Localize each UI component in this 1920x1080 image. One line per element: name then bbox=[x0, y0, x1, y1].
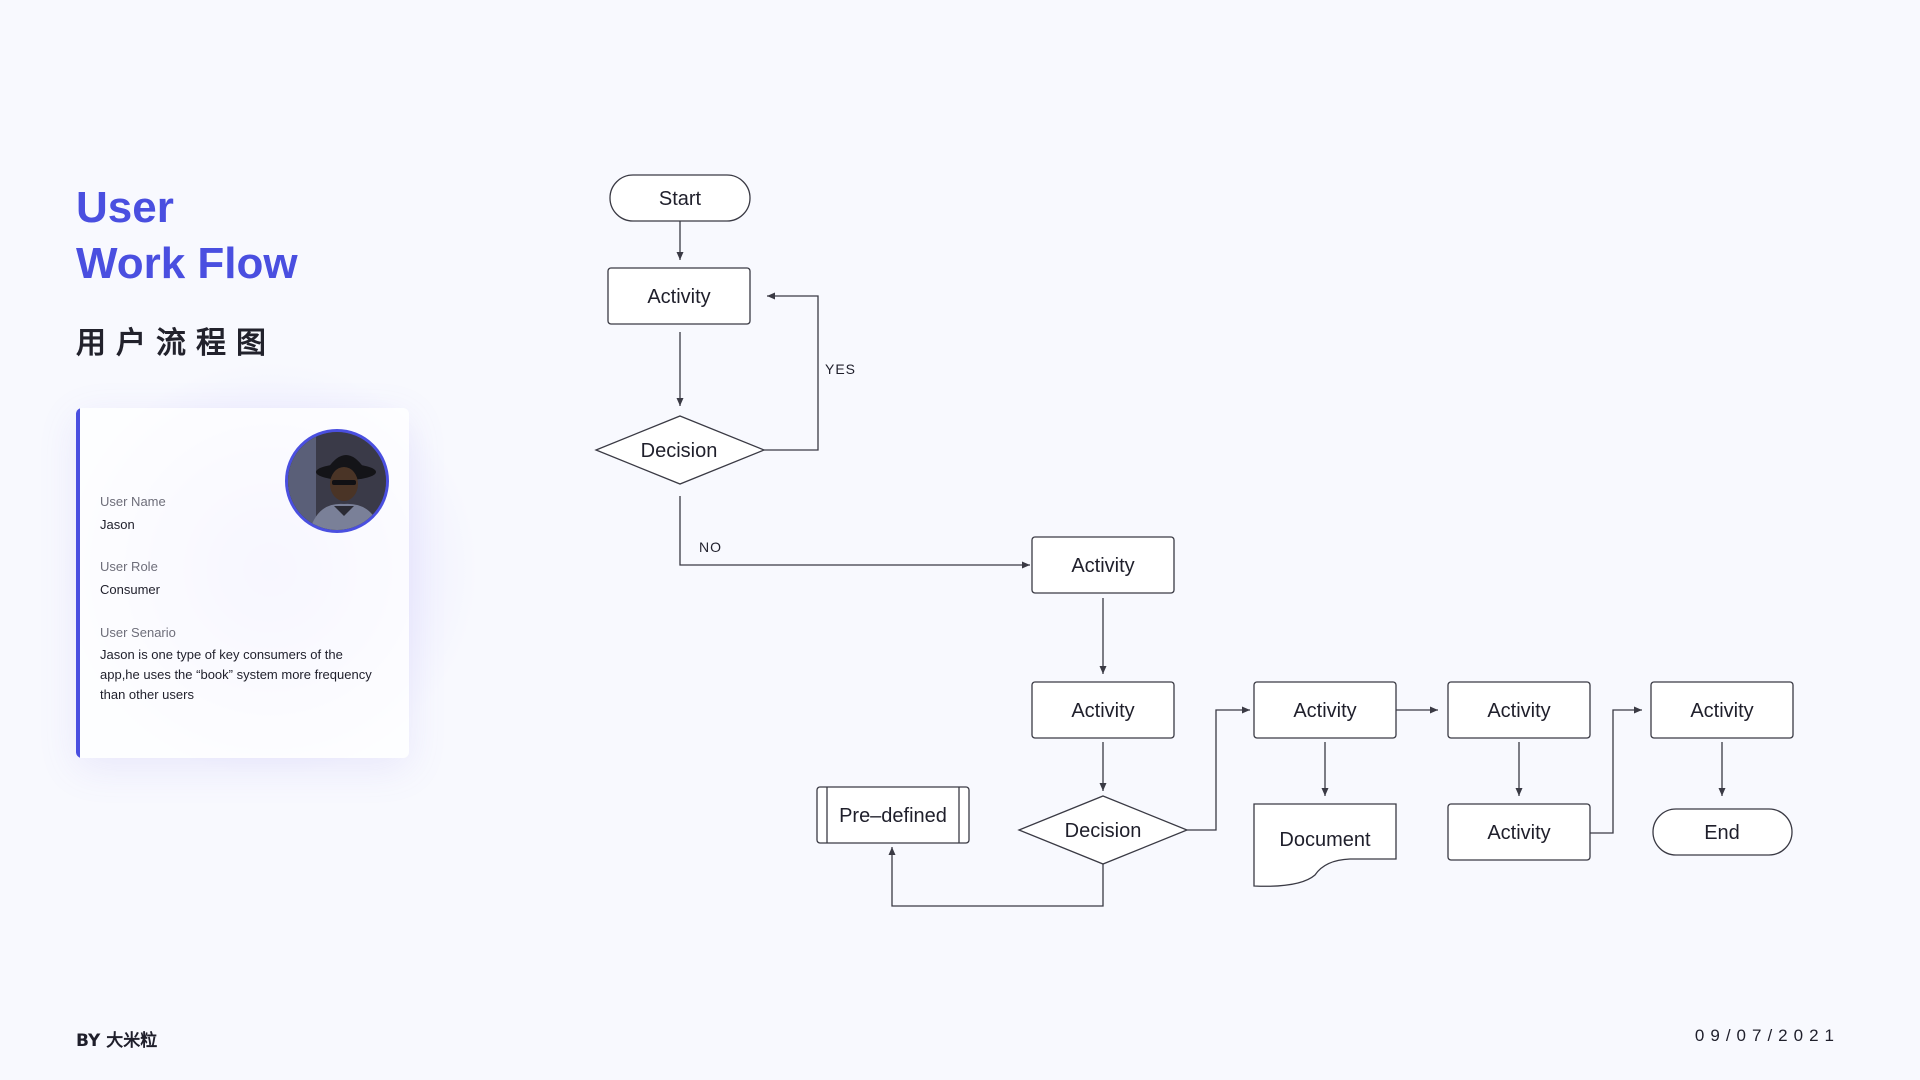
user-name-value: Jason bbox=[100, 517, 135, 532]
edge-decision2-predefined bbox=[888, 847, 1104, 907]
user-name-label: User Name bbox=[100, 494, 166, 509]
node-start-label: Start bbox=[659, 188, 702, 210]
node-activity-6-label: Activity bbox=[1487, 822, 1550, 844]
node-end-label: End bbox=[1704, 822, 1740, 844]
node-predefined-label: Pre–defined bbox=[839, 805, 947, 827]
node-activity-2: Activity bbox=[1031, 536, 1175, 594]
edge-label-yes: YES bbox=[825, 361, 856, 377]
card-accent-bar bbox=[76, 408, 80, 758]
page-subtitle: 用户流程图 bbox=[76, 326, 276, 361]
node-predefined: Pre–defined bbox=[816, 786, 970, 844]
date-stamp: 09/07/2021 bbox=[1694, 1026, 1840, 1045]
node-activity-4-label: Activity bbox=[1293, 700, 1356, 722]
user-scenario-value: Jason is one type of key consumers of th… bbox=[100, 647, 372, 702]
node-decision-2-label: Decision bbox=[1065, 820, 1142, 842]
node-activity-7: Activity bbox=[1650, 681, 1794, 739]
user-avatar bbox=[285, 429, 389, 533]
user-card: User Name Jason User Role Consumer User … bbox=[76, 408, 409, 758]
edge-decision1-yes bbox=[764, 292, 819, 451]
edge-activity6-activity7 bbox=[1590, 706, 1642, 834]
node-decision-1: Decision bbox=[594, 415, 766, 485]
node-activity-1: Activity bbox=[607, 267, 751, 325]
author-credit: BY 大米粒 bbox=[76, 1031, 158, 1051]
node-activity-7-label: Activity bbox=[1690, 700, 1753, 722]
user-role-label: User Role bbox=[100, 559, 158, 574]
edge-label-no: NO bbox=[699, 539, 722, 555]
node-activity-2-label: Activity bbox=[1071, 555, 1134, 577]
user-role-value: Consumer bbox=[100, 582, 160, 597]
edge-decision2-activity4 bbox=[1187, 706, 1250, 831]
node-activity-4: Activity bbox=[1253, 681, 1397, 739]
title-line-2: Work Flow bbox=[76, 239, 298, 288]
node-document-label: Document bbox=[1279, 829, 1371, 851]
node-end: End bbox=[1652, 808, 1793, 856]
node-document: Document bbox=[1253, 803, 1397, 887]
node-decision-1-label: Decision bbox=[641, 440, 718, 462]
node-activity-6: Activity bbox=[1447, 803, 1591, 861]
avatar-portrait-icon bbox=[288, 432, 386, 530]
node-start: Start bbox=[609, 174, 751, 222]
page-title: User Work Flow bbox=[76, 180, 298, 292]
node-activity-5: Activity bbox=[1447, 681, 1591, 739]
node-activity-5-label: Activity bbox=[1487, 700, 1550, 722]
user-scenario-label: User Senario bbox=[100, 625, 176, 640]
title-line-1: User bbox=[76, 183, 174, 232]
node-decision-2: Decision bbox=[1017, 795, 1189, 865]
edge-decision1-no bbox=[679, 496, 1030, 569]
node-activity-1-label: Activity bbox=[647, 286, 710, 308]
node-activity-3-label: Activity bbox=[1071, 700, 1134, 722]
node-activity-3: Activity bbox=[1031, 681, 1175, 739]
